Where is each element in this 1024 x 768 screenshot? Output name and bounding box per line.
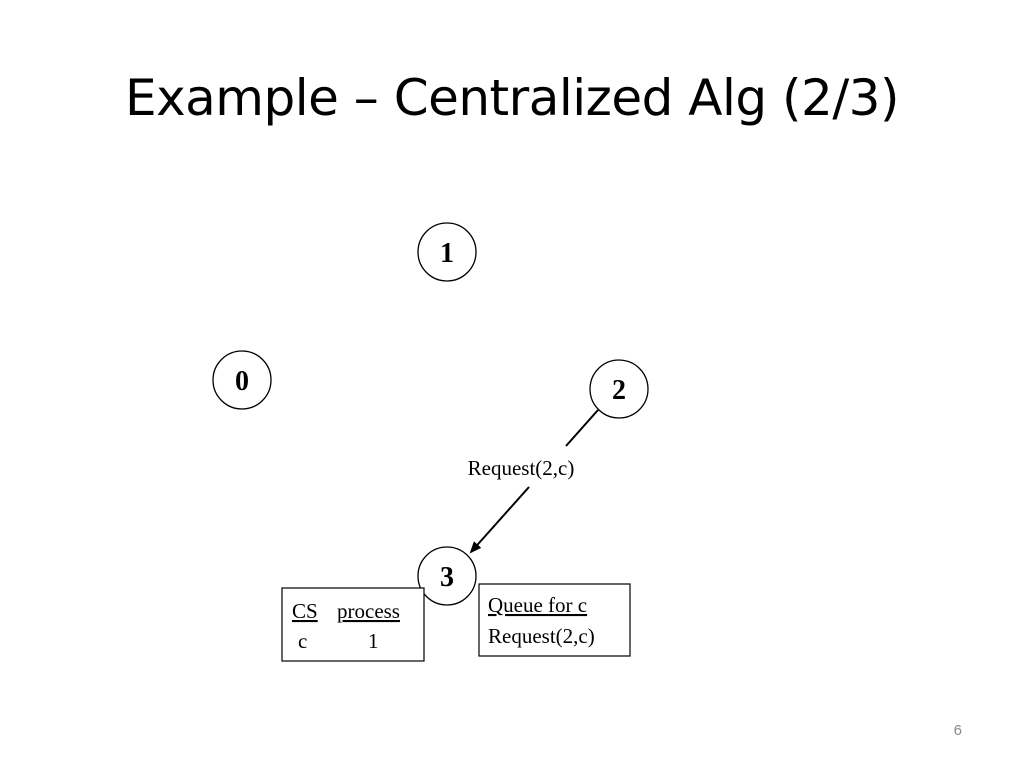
node-1-circle <box>417 222 477 282</box>
node-2-circle <box>589 359 649 419</box>
cs-header: CS <box>292 599 318 623</box>
page-number: 6 <box>953 722 962 739</box>
cs-table-border <box>281 587 425 662</box>
queue-header: Queue for c <box>488 593 587 617</box>
queue-border <box>478 583 631 657</box>
node-0: 0 <box>212 350 272 410</box>
node-0-label: 0 <box>235 366 249 397</box>
slide-title: Example – Centralized Alg (2/3) <box>124 69 900 127</box>
process-header: process <box>337 599 400 623</box>
process-row-value: 1 <box>368 629 379 653</box>
queue-box: Queue for c Request(2,c) <box>478 583 631 657</box>
node-3-label: 3 <box>440 562 454 593</box>
cs-row-value: c <box>298 629 307 653</box>
node-2-label: 2 <box>612 375 626 406</box>
node-3: 3 <box>417 546 477 606</box>
node-3-circle <box>417 546 477 606</box>
edge-segment-lower <box>469 486 530 554</box>
queue-item: Request(2,c) <box>488 624 595 648</box>
edge-label: Request(2,c) <box>468 456 575 480</box>
edge-segment-upper <box>565 409 599 447</box>
node-1-label: 1 <box>440 238 454 269</box>
node-0-circle <box>212 350 272 410</box>
node-1: 1 <box>417 222 477 282</box>
edge-request-2-to-3: Request(2,c) <box>468 409 599 554</box>
cs-table-box: CS process c 1 <box>281 587 425 662</box>
node-2: 2 <box>589 359 649 419</box>
